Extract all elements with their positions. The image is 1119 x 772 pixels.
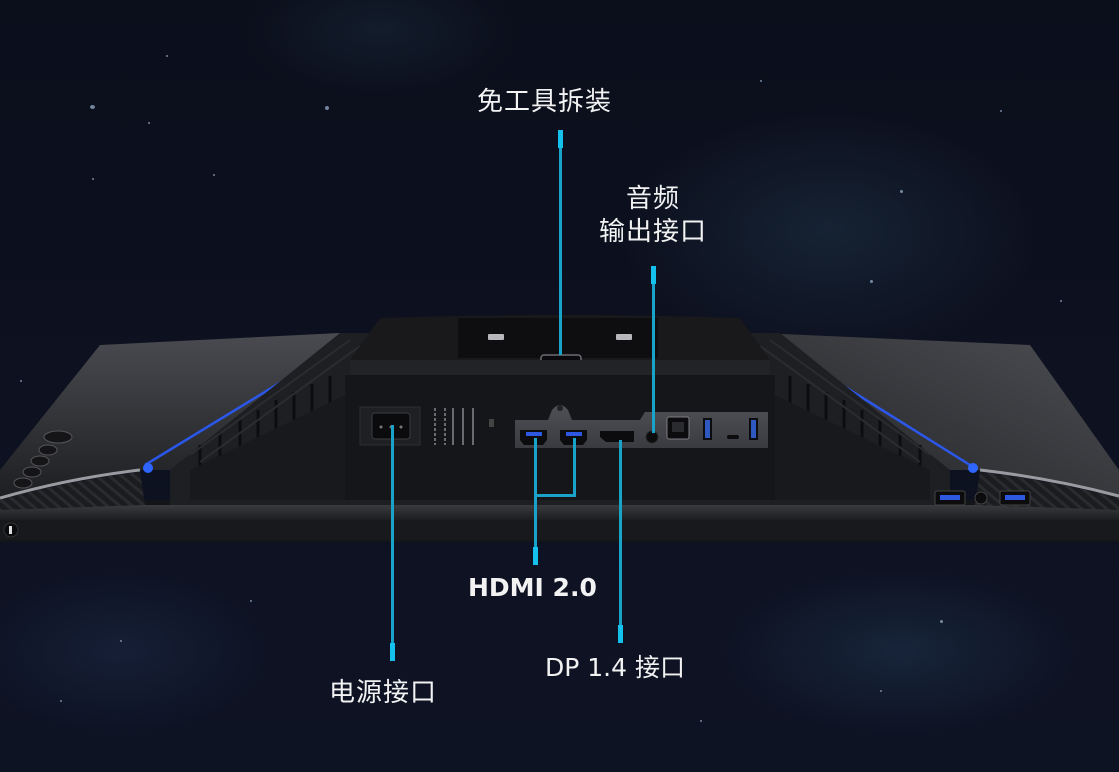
callout-line-hdmi-2 <box>573 438 576 496</box>
star <box>325 106 329 110</box>
displayport-port <box>600 431 634 442</box>
label-hdmi: HDMI 2.0 <box>468 573 597 602</box>
callout-line-power <box>391 425 394 660</box>
usb-c-port <box>727 435 739 439</box>
star <box>250 600 252 602</box>
callout-cap-audio <box>651 266 656 284</box>
label-audio-line2: 输出接口 <box>598 216 707 247</box>
led-left <box>143 463 153 473</box>
star <box>90 105 95 109</box>
star <box>213 174 215 176</box>
star <box>166 55 168 57</box>
label-power: 电源接口 <box>329 678 438 708</box>
left-shell <box>0 333 354 500</box>
star <box>60 700 62 702</box>
callout-line-tool-free <box>559 130 562 355</box>
callout-line-dp <box>619 440 622 640</box>
star <box>1000 110 1002 112</box>
star <box>20 380 22 382</box>
label-tool-free: 免工具拆装 <box>477 87 613 117</box>
star <box>900 190 903 193</box>
star <box>120 640 122 642</box>
callout-cap-power <box>390 643 395 661</box>
star <box>92 178 94 180</box>
callout-line-audio <box>652 268 655 433</box>
star <box>148 122 150 124</box>
star <box>880 690 882 692</box>
callout-cap-hdmi <box>533 547 538 565</box>
star <box>870 280 873 283</box>
right-shell <box>760 333 1119 498</box>
star <box>700 720 702 722</box>
callout-line-hdmi-join <box>534 494 576 497</box>
label-audio-out: 音频 输出接口 <box>588 183 718 248</box>
star <box>940 620 943 623</box>
star <box>760 80 762 82</box>
callout-line-hdmi-1 <box>534 438 537 558</box>
label-audio-line1: 音频 <box>625 184 680 214</box>
osd-buttons <box>13 430 73 489</box>
callout-cap-dp <box>618 625 623 643</box>
star <box>1060 300 1062 302</box>
led-right <box>968 463 978 473</box>
callout-cap-tool-free <box>558 130 563 148</box>
label-dp: DP 1.4 接口 <box>545 653 685 682</box>
audio-side-port <box>974 491 988 505</box>
